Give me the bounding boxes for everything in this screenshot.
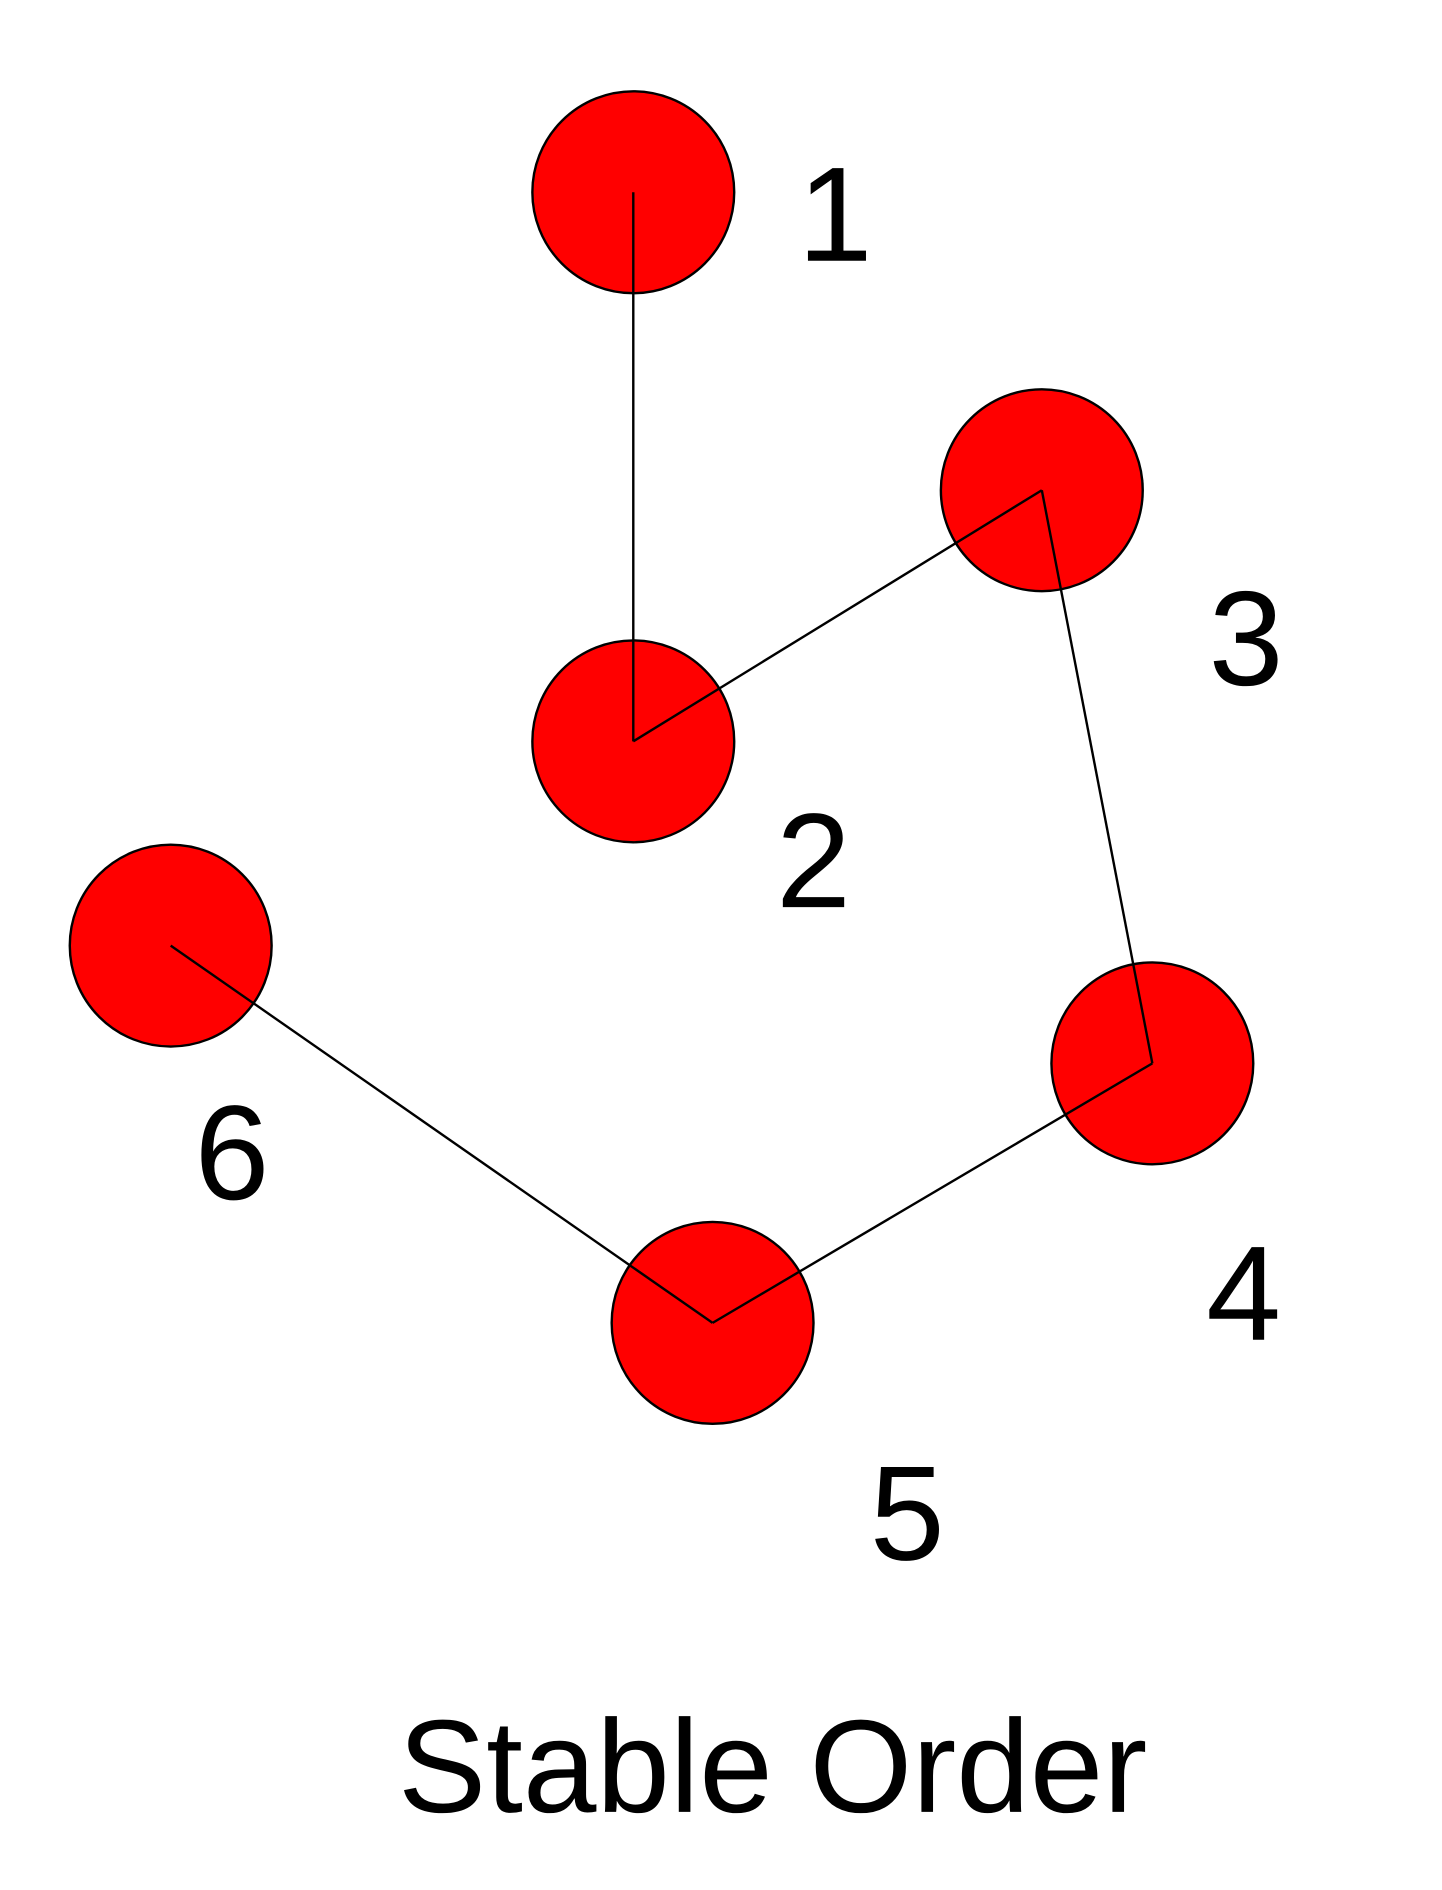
node-label-6: 6 bbox=[195, 1077, 270, 1228]
edge-5-6 bbox=[170, 944, 714, 1324]
diagram-title: Stable Order bbox=[398, 1693, 1147, 1841]
node-label-4: 4 bbox=[1206, 1218, 1281, 1369]
edge-4-5 bbox=[711, 1062, 1153, 1324]
nodes-layer bbox=[68, 90, 1255, 1426]
node-label-1: 1 bbox=[798, 139, 873, 290]
labels-layer: 1 2 3 4 5 6 bbox=[195, 139, 1284, 1589]
edges-layer bbox=[170, 192, 1154, 1324]
node-label-5: 5 bbox=[870, 1438, 945, 1589]
node-label-3: 3 bbox=[1209, 563, 1284, 714]
node-label-2: 2 bbox=[776, 785, 851, 936]
edge-3-4 bbox=[1040, 489, 1154, 1064]
edge-2-3 bbox=[632, 489, 1043, 743]
